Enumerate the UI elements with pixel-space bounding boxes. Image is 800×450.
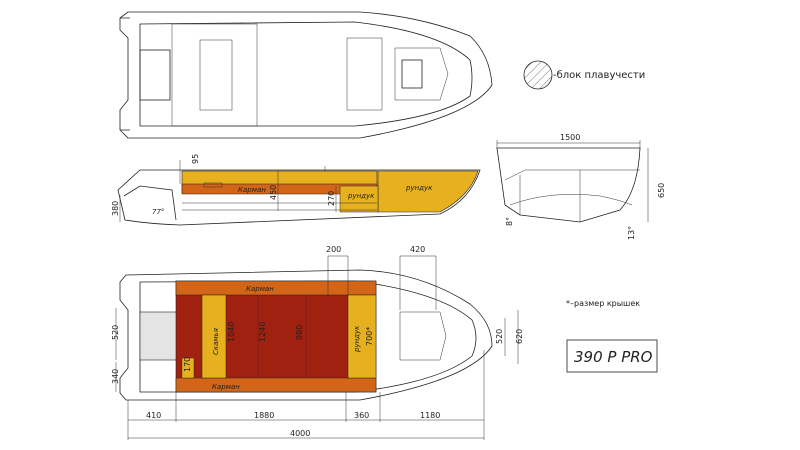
dim-1040: 1040 <box>227 322 236 342</box>
dim-200: 200 <box>326 245 341 254</box>
plan-pocket-top <box>175 280 377 296</box>
dim-360: 360 <box>354 411 369 420</box>
plan-locker-label: рундук <box>353 325 361 353</box>
plan-locker <box>347 294 377 379</box>
plan-pocket-bottom <box>175 377 377 393</box>
dim-1180: 1180 <box>420 411 440 420</box>
legend-label: -блок плавучести <box>553 70 645 81</box>
dim-4000: 4000 <box>290 429 310 438</box>
dim-410: 410 <box>146 411 161 420</box>
model-label: 390 P PRO <box>574 348 653 366</box>
plan-bench <box>201 294 227 379</box>
dim-420: 420 <box>410 245 425 254</box>
dim-270: 270 <box>327 191 336 206</box>
front-view: 1500 650 8° 13° <box>496 133 666 240</box>
side-locker-label-2: рундук <box>347 192 375 200</box>
plan-view: Карман Карман Скамья рундук 1040 1240 98… <box>111 245 524 440</box>
dim-520-left: 520 <box>111 325 120 340</box>
angle-77: 77° <box>152 208 164 216</box>
side-locker-label: рундук <box>405 184 433 192</box>
plan-pocket-bottom-label: Карман <box>212 383 240 391</box>
dim-620: 620 <box>515 329 524 344</box>
model-badge: 390 P PRO <box>566 339 658 373</box>
dim-1880: 1880 <box>254 411 274 420</box>
side-pocket-label: Карман <box>238 186 266 194</box>
top-view <box>119 11 493 139</box>
dim-170: 170 <box>183 357 192 372</box>
plan-pocket-top-label: Карман <box>246 285 274 293</box>
dim-450: 450 <box>269 185 278 200</box>
dim-980: 980 <box>295 325 304 340</box>
dim-380: 380 <box>111 201 120 216</box>
dim-95: 95 <box>191 154 200 164</box>
legend: -блок плавучести <box>523 60 645 90</box>
hatch-circle-icon <box>523 60 553 90</box>
dim-520-right: 520 <box>495 329 504 344</box>
dim-340: 340 <box>111 369 120 384</box>
dim-1500: 1500 <box>560 133 580 142</box>
side-view: Карман рундук рундук 95 450 270 380 77° <box>111 154 481 226</box>
plan-bench-label: Скамья <box>212 328 220 355</box>
dim-700: 700* <box>365 327 374 346</box>
angle-13: 13° <box>627 226 636 240</box>
dim-1240: 1240 <box>258 322 267 342</box>
side-locker <box>377 170 479 213</box>
lid-note: *–размер крышек <box>566 299 640 308</box>
angle-8: 8° <box>505 217 514 226</box>
dim-650: 650 <box>657 183 666 198</box>
